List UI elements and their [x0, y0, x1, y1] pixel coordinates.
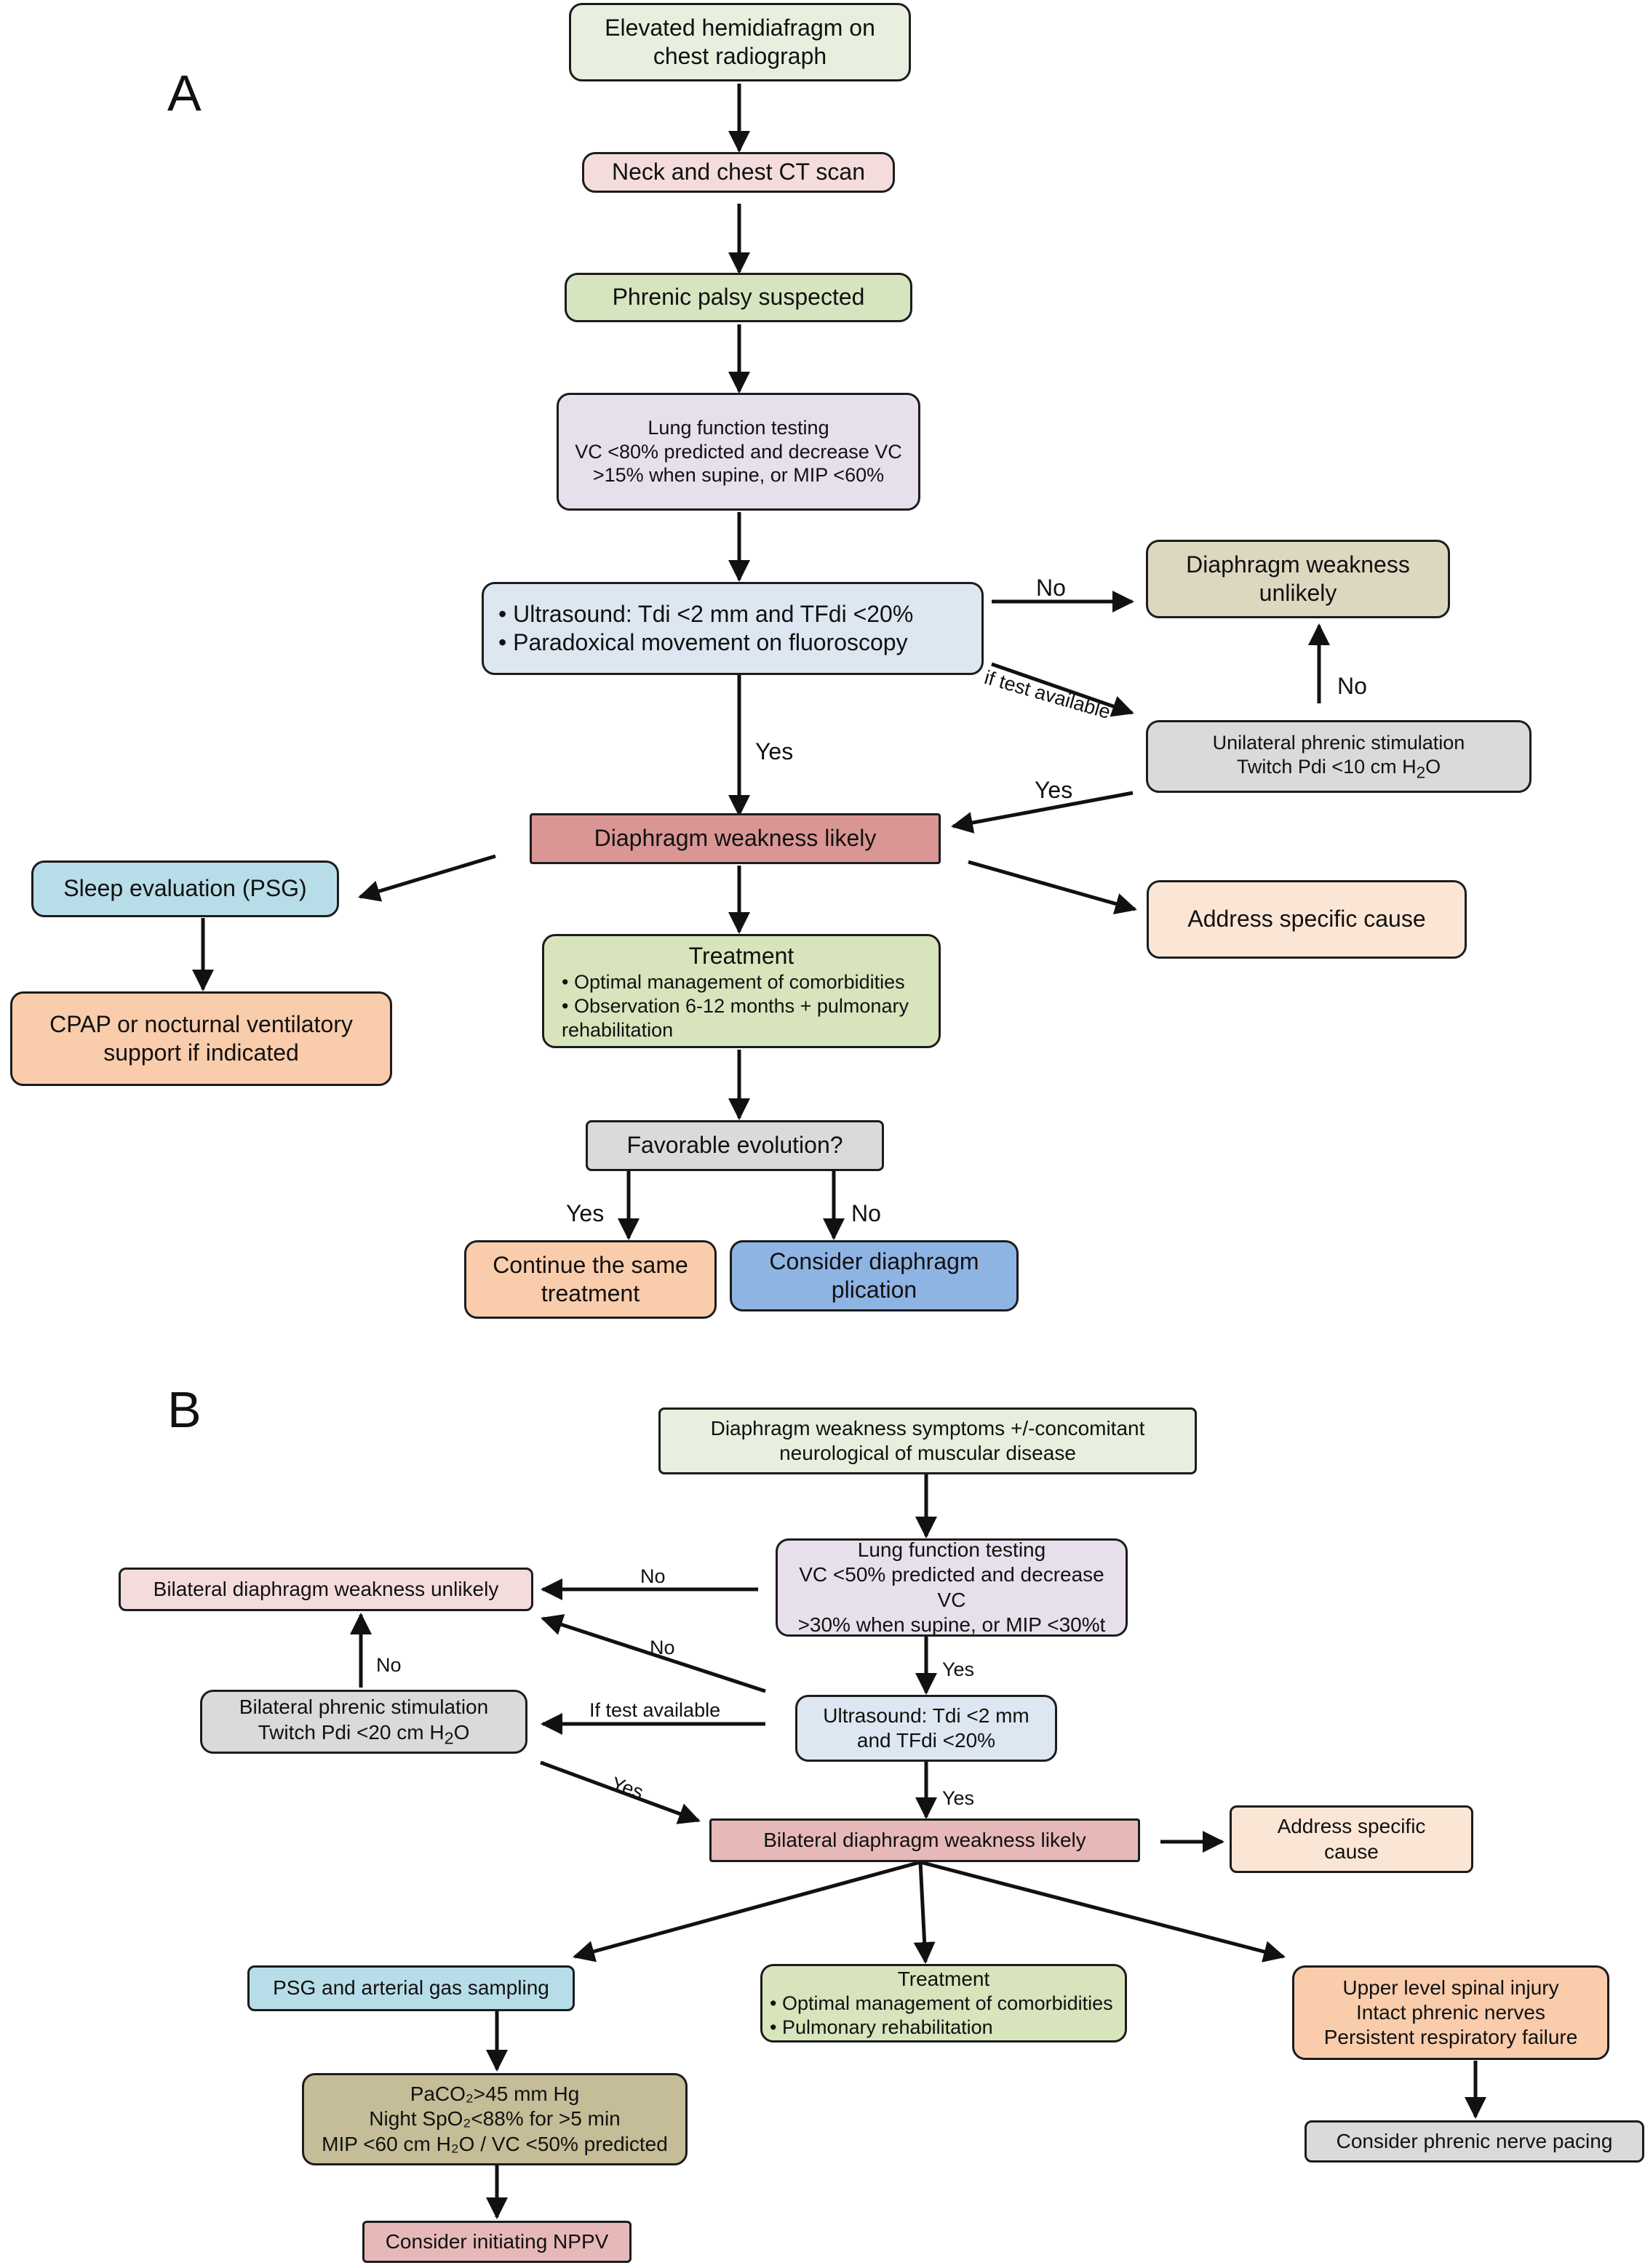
- diaphragm-plication-box: Consider diaphragm plication: [730, 1240, 1019, 1311]
- label-b-yes-ultrasound: Yes: [942, 1658, 975, 1680]
- label-a-no-favorable: No: [851, 1200, 881, 1226]
- arrow-a-ultrasound-stim: [991, 662, 1134, 717]
- cpap-box: CPAP or nocturnal ventilatory support if…: [10, 991, 392, 1086]
- label-b-yes-likely: Yes: [942, 1787, 975, 1809]
- diaphragm-weakness-likely-box: Diaphragm weakness likely: [530, 813, 941, 864]
- lung-function-box-b: Lung function testing VC <50% predicted …: [776, 1538, 1128, 1637]
- label-a-yes-down: Yes: [755, 738, 794, 764]
- label-a-no-right: No: [1036, 575, 1066, 601]
- address-specific-cause-box-b: Address specific cause: [1230, 1805, 1473, 1873]
- phrenic-nerve-pacing-box: Consider phrenic nerve pacing: [1305, 2120, 1644, 2163]
- spinal-injury-box: Upper level spinal injury Intact phrenic…: [1292, 1965, 1609, 2060]
- arrow-a-stim-likely: [951, 791, 1134, 834]
- label-a-yes-left: Yes: [1035, 777, 1073, 803]
- psg-arterial-gas-box: PSG and arterial gas sampling: [247, 1965, 575, 2011]
- unilateral-phrenic-stimulation-box: Unilateral phrenic stimulation Twitch Pd…: [1146, 720, 1532, 793]
- label-b-no-top: No: [640, 1565, 666, 1587]
- arrow-a-likely-address: [968, 860, 1137, 915]
- nppv-box: Consider initiating NPPV: [362, 2221, 632, 2263]
- diaphragm-weakness-unlikely-box: Diaphragm weakness unlikely: [1146, 540, 1450, 618]
- treatment-box-b: Treatment Optimal management of comorbid…: [760, 1964, 1127, 2043]
- label-b-no-up: No: [376, 1654, 402, 1676]
- arrow-b-ultrasound-unlikely: [541, 1614, 766, 1693]
- label-a-yes-favorable: Yes: [566, 1200, 605, 1226]
- bilateral-weakness-unlikely-box: Bilateral diaphragm weakness unlikely: [119, 1568, 533, 1611]
- address-specific-cause-box-a: Address specific cause: [1147, 880, 1467, 959]
- bilateral-phrenic-stimulation-box: Bilateral phrenic stimulation Twitch Pdi…: [200, 1690, 527, 1754]
- paco2-criteria-box: PaCO₂>45 mm Hg Night SpO₂<88% for >5 min…: [302, 2073, 688, 2165]
- arrow-b-likely-spinal: [920, 1860, 1286, 1962]
- bilateral-weakness-likely-box: Bilateral diaphragm weakness likely: [709, 1818, 1140, 1862]
- ultrasound-box-a: Ultrasound: Tdi <2 mm and TFdi <20% Para…: [482, 582, 984, 675]
- panel-b-label: B: [167, 1381, 202, 1438]
- phrenic-palsy-box: Phrenic palsy suspected: [565, 273, 912, 322]
- favorable-evolution-box: Favorable evolution?: [586, 1120, 884, 1171]
- arrow-a-likely-sleep: [358, 854, 496, 902]
- panel-a-label: A: [167, 65, 202, 121]
- arrow-b-likely-psg: [573, 1860, 921, 1962]
- sleep-evaluation-box: Sleep evaluation (PSG): [31, 861, 339, 917]
- arrow-b-likely-treatment: [913, 1861, 936, 1964]
- elevated-hemidiaphragm-box: Elevated hemidiafragm on chest radiograp…: [569, 3, 911, 81]
- lung-function-box-a: Lung function testing VC <80% predicted …: [557, 393, 920, 511]
- arrow-b-stim-likely: [540, 1760, 701, 1824]
- symptoms-box: Diaphragm weakness symptoms +/-concomita…: [658, 1407, 1197, 1474]
- continue-treatment-box: Continue the same treatment: [464, 1240, 717, 1319]
- label-a-no-up: No: [1337, 673, 1367, 699]
- label-b-if-test: If test available: [589, 1699, 721, 1721]
- label-b-no-diag: No: [650, 1637, 675, 1658]
- treatment-box-a: Treatment Optimal management of comorbid…: [542, 934, 941, 1048]
- ct-scan-box: Neck and chest CT scan: [582, 152, 895, 193]
- ultrasound-box-b: Ultrasound: Tdi <2 mm and TFdi <20%: [795, 1695, 1057, 1762]
